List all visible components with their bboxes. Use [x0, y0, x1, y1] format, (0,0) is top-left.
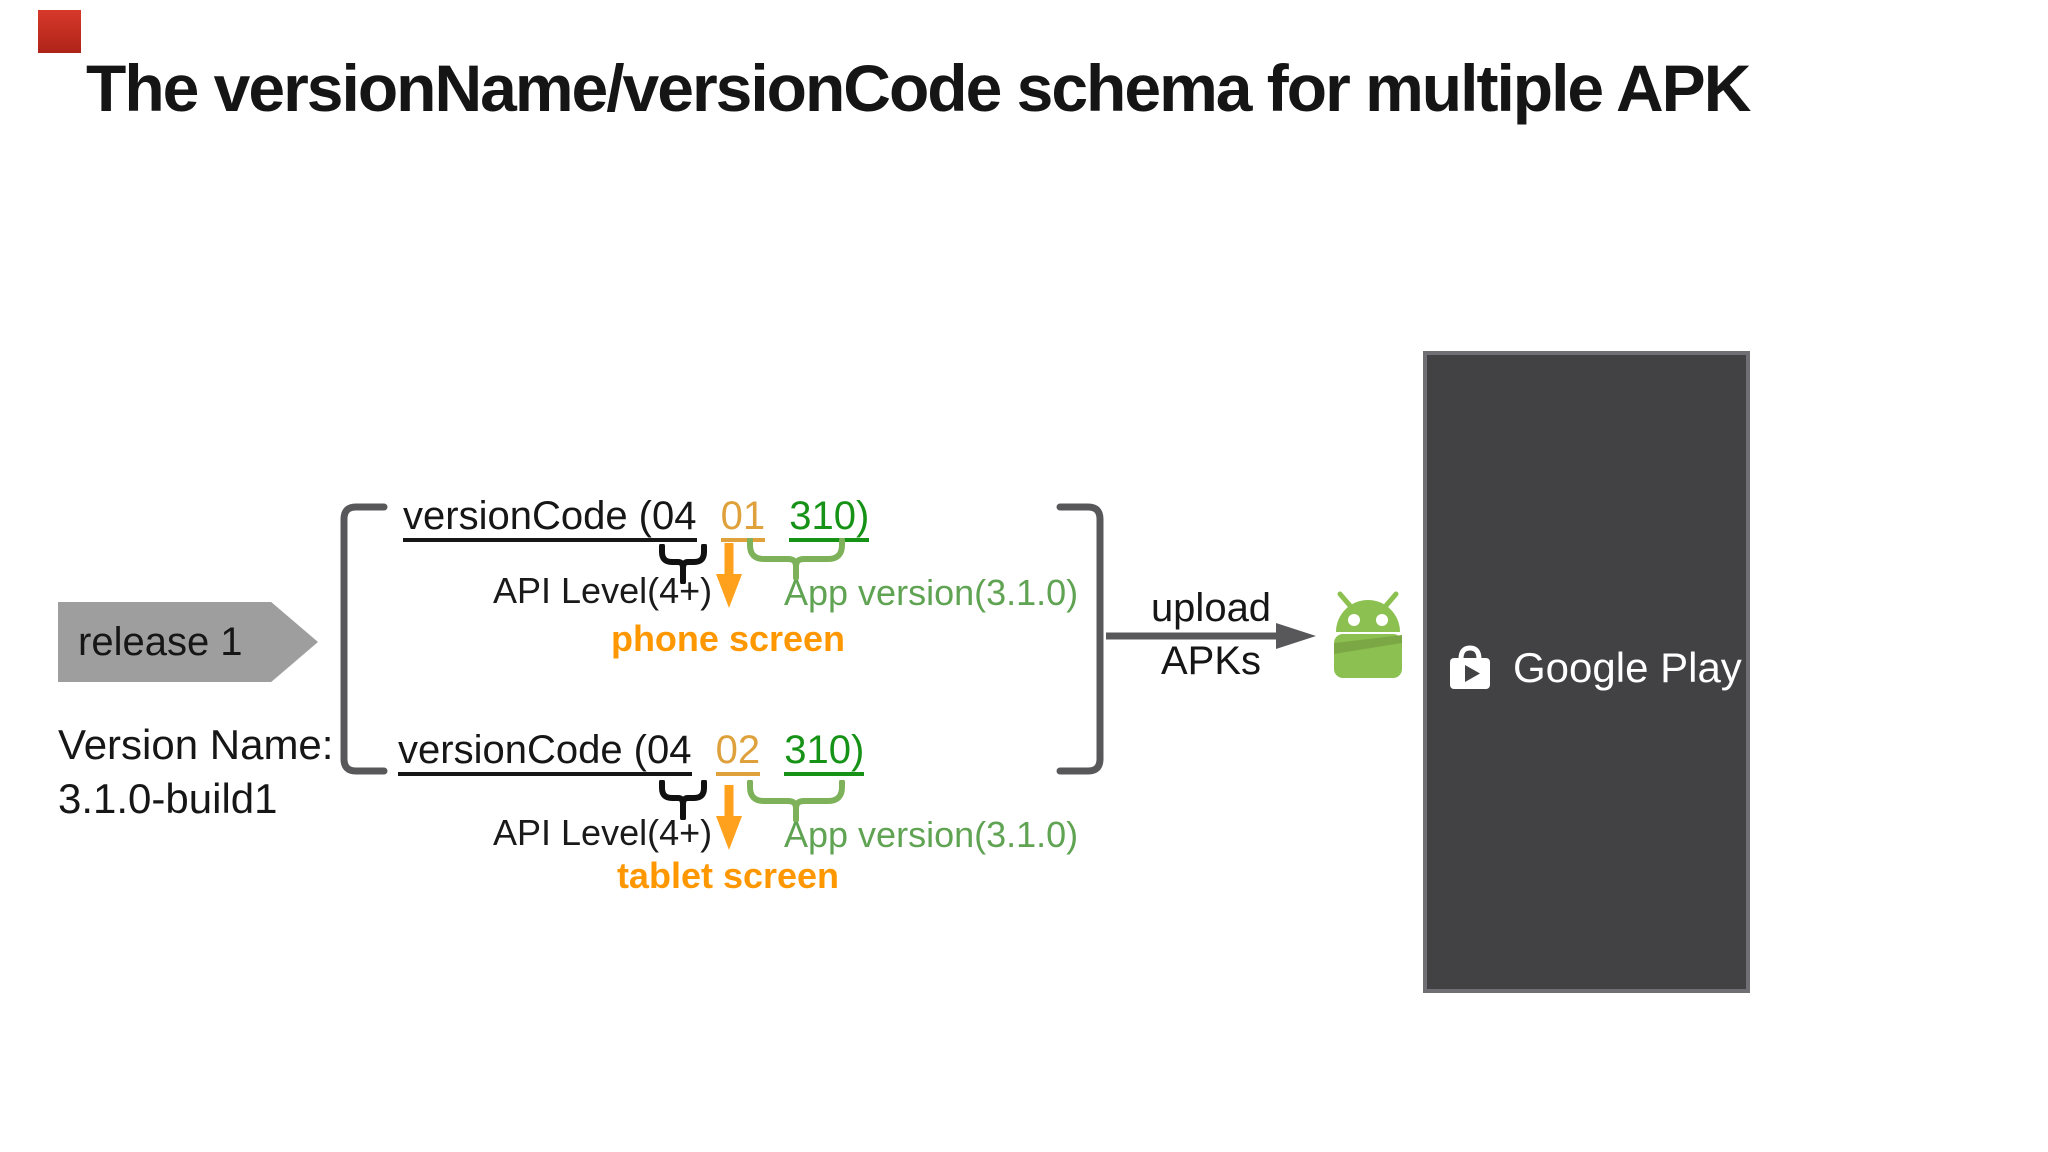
android-robot-icon [1334, 591, 1402, 678]
versioncode2-black-part: versionCode (04 [398, 728, 692, 776]
upload-label-line2: APKs [1160, 639, 1262, 683]
versioncode2-api-digits: 02 [715, 728, 761, 776]
app-version-label-2: App version(3.1.0) [784, 814, 1079, 855]
app-version-label-1: App version(3.1.0) [784, 572, 1079, 613]
release-arrow-shape: release 1 [58, 602, 318, 682]
google-play-row: Google Play [1447, 644, 1742, 692]
api-level-label-1: API Level(4+) [493, 570, 713, 611]
version-name-caption: Version Name: [58, 721, 334, 768]
google-play-label: Google Play [1513, 644, 1742, 691]
screen-label-phone: phone screen [610, 618, 846, 659]
play-store-bag-icon [1450, 645, 1490, 689]
versioncode1-black-part: versionCode (04 [403, 494, 697, 542]
upload-label-line1: upload [1150, 586, 1272, 630]
version-name-block: Version Name: 3.1.0-build1 [58, 718, 333, 826]
versioncode-line-2: versionCode (04 02 310) [398, 728, 865, 776]
red-square-marker [38, 10, 81, 53]
right-bracket [1056, 503, 1104, 775]
api-level-label-2: API Level(4+) [493, 812, 713, 853]
version-name-value: 3.1.0-build1 [58, 775, 278, 822]
green-underbrace-icon [747, 780, 845, 823]
black-underbrace-icon [659, 544, 707, 584]
right-arrow-icon [1106, 623, 1316, 649]
versioncode2-version-digits: 310) [784, 728, 865, 776]
google-play-panel: Google Play [1423, 351, 1750, 993]
screen-label-tablet: tablet screen [616, 855, 840, 896]
versioncode-line-1: versionCode (04 01 310) [403, 494, 870, 542]
black-underbrace-icon [659, 780, 707, 820]
page-title: The versionName/versionCode schema for m… [86, 51, 1751, 125]
versioncode1-version-digits: 310) [789, 494, 870, 542]
left-bracket [340, 503, 388, 775]
orange-down-arrow-icon [716, 543, 742, 608]
upload-apks-label: upload APKs [1126, 586, 1296, 684]
green-underbrace-icon [747, 538, 845, 581]
orange-down-arrow-icon [716, 785, 742, 850]
versioncode1-api-digits: 01 [720, 494, 766, 542]
release-label: release 1 [78, 619, 243, 664]
